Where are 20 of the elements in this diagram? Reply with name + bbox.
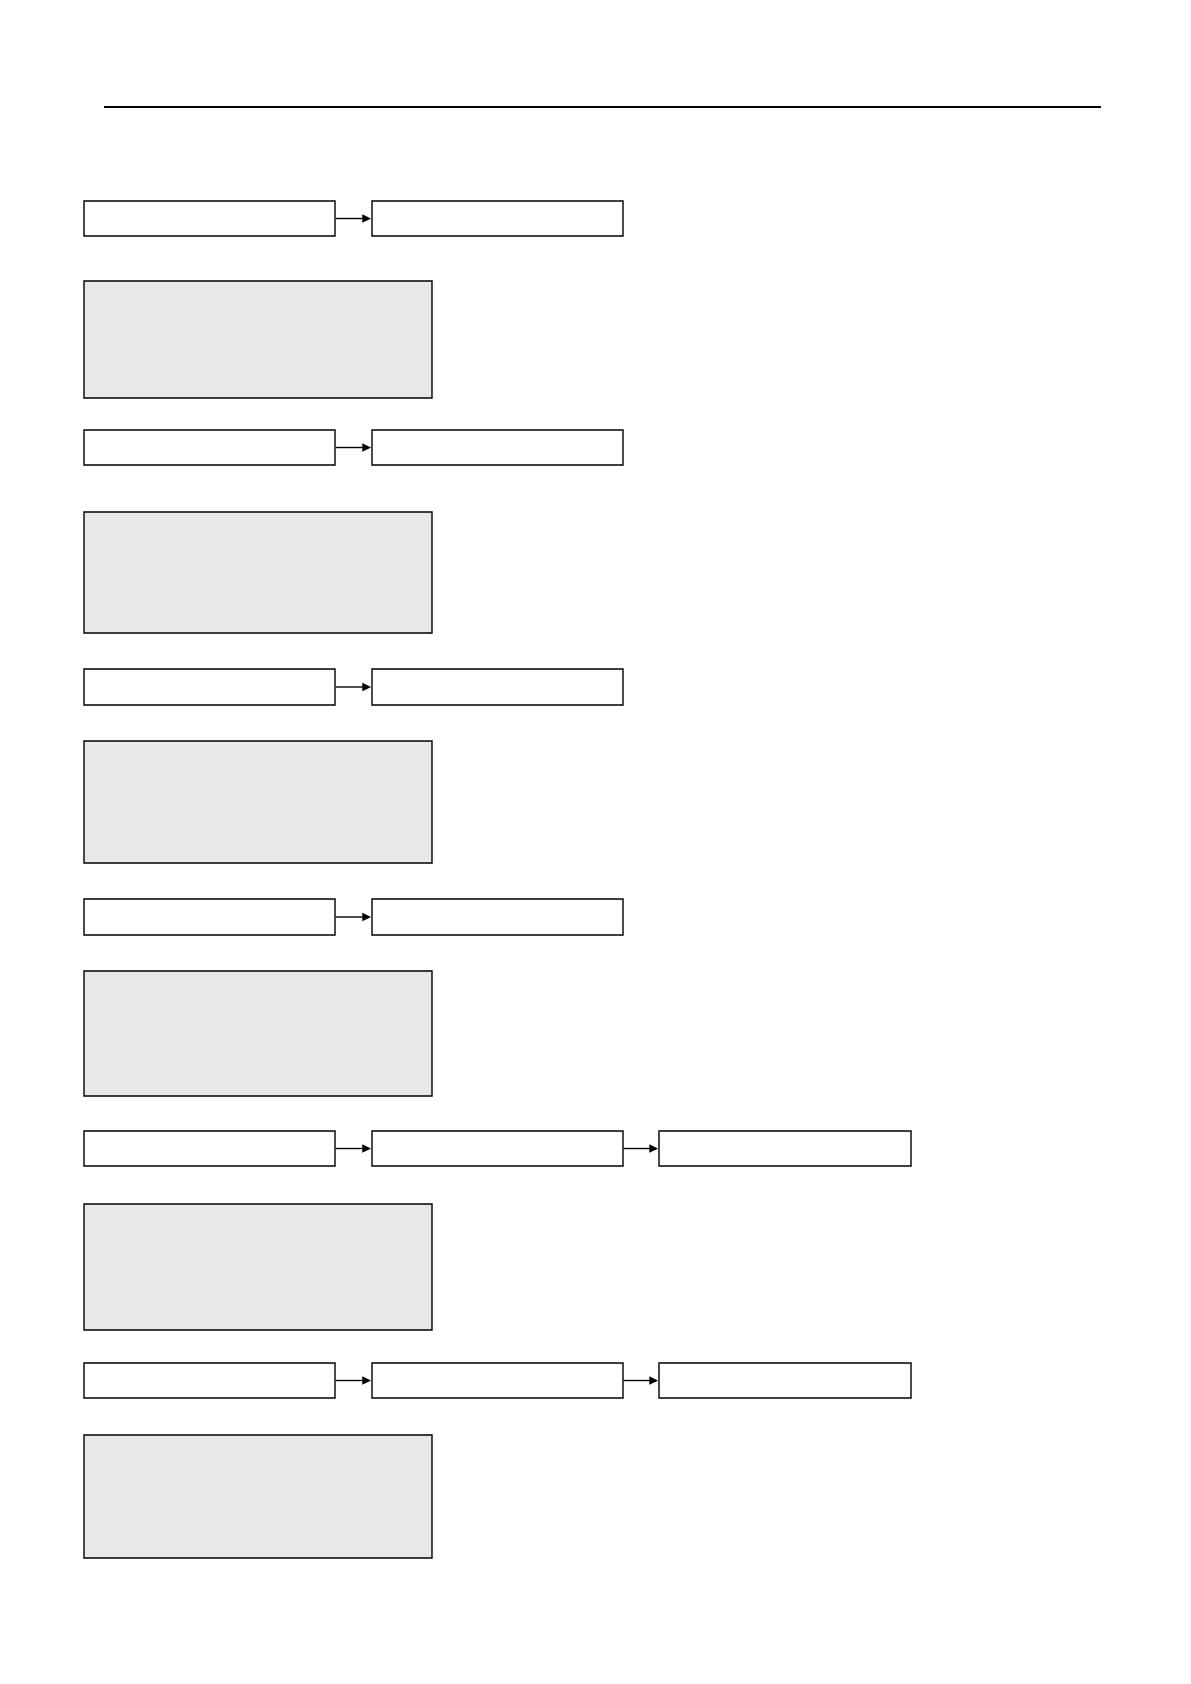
step-box: [83, 429, 336, 466]
step-box: [658, 1362, 912, 1399]
note-panel: [83, 280, 433, 399]
step-box: [83, 668, 336, 706]
step-box: [83, 200, 336, 237]
note-panel: [83, 740, 433, 864]
note-panel: [83, 1203, 433, 1331]
step-box: [83, 1362, 336, 1399]
note-panel: [83, 1434, 433, 1559]
note-panel: [83, 511, 433, 634]
note-panel: [83, 970, 433, 1097]
step-box: [371, 429, 624, 466]
step-box: [371, 1362, 624, 1399]
step-box: [371, 200, 624, 237]
step-box: [371, 1130, 624, 1167]
step-box: [371, 668, 624, 706]
step-box: [658, 1130, 912, 1167]
step-box: [83, 1130, 336, 1167]
step-box: [83, 898, 336, 936]
step-box: [371, 898, 624, 936]
